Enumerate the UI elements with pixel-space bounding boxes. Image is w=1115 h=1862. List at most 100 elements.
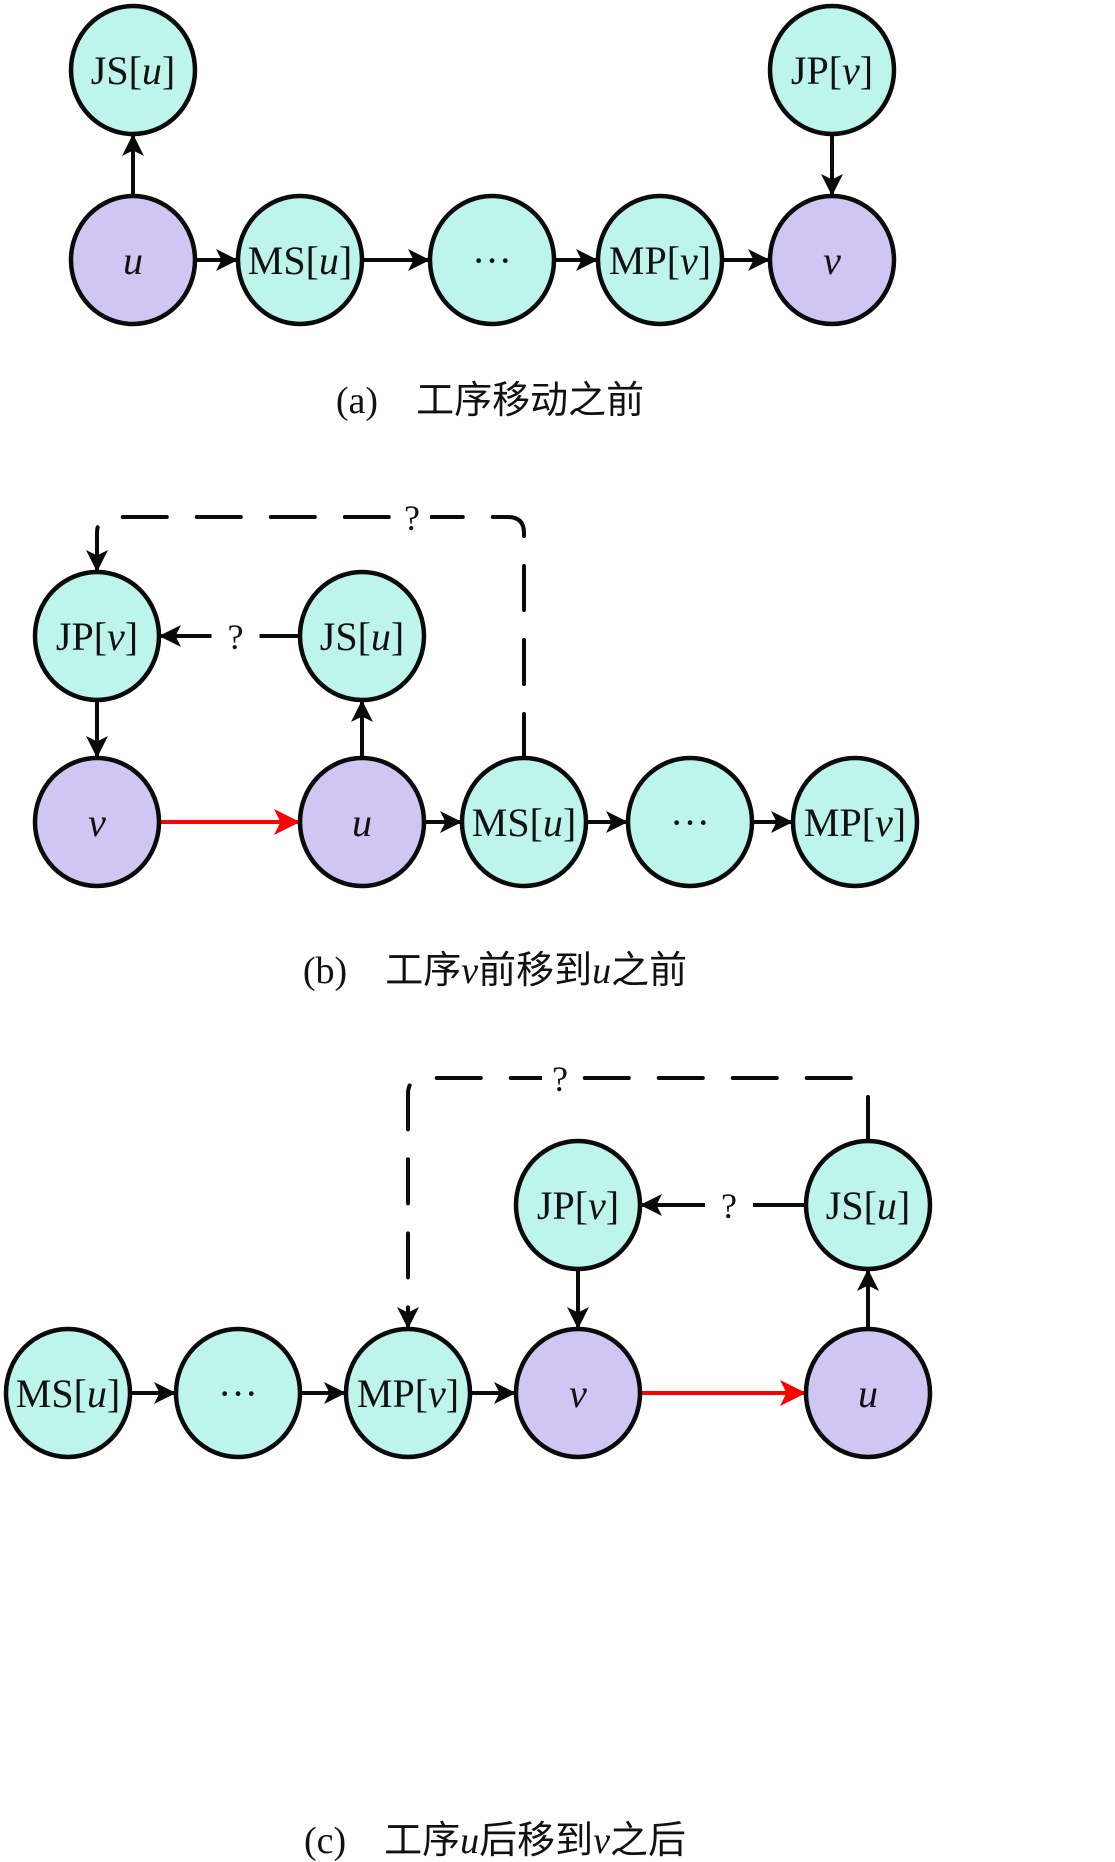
node-label-part: v <box>875 800 893 845</box>
caption-part: 工序移动之前 <box>416 380 644 422</box>
edge-msu-to-jpv-dashed <box>86 515 526 760</box>
node-label: u <box>858 1371 878 1416</box>
node-label: v <box>569 1371 587 1416</box>
node-label-part: u <box>319 238 339 283</box>
caption-prefix: (a) <box>336 380 416 422</box>
node-circle <box>32 569 162 703</box>
node-label-part: MS[ <box>472 800 543 845</box>
node-label: u <box>123 238 143 283</box>
edge-jsu-to-mpv-dashed <box>397 1076 870 1331</box>
node-u: u <box>803 1326 933 1460</box>
node-label-part: ] <box>162 48 175 93</box>
node-label: MP[v] <box>357 1371 459 1416</box>
node-label-part: ] <box>339 238 352 283</box>
panel-caption-c: (c) 工序u后移到v之后 <box>304 1820 686 1862</box>
node-label-part: v <box>428 1371 446 1416</box>
node-circle <box>767 3 897 137</box>
node-label: ··· <box>218 1371 258 1416</box>
node-mpv: MP[v] <box>790 755 920 889</box>
node-label-part: ··· <box>472 238 512 283</box>
node-label-part: v <box>823 238 841 283</box>
node-circle <box>427 193 557 327</box>
caption-part: 后移到 <box>479 1820 593 1862</box>
panel-b <box>86 509 793 835</box>
panel-caption-a: (a) 工序移动之前 <box>336 380 644 422</box>
label-gap <box>542 1070 578 1086</box>
node-label-part: MS[ <box>248 238 319 283</box>
node-jsu: JS[u] <box>68 3 198 137</box>
node-v: v <box>767 193 897 327</box>
caption-part: u <box>460 1820 479 1862</box>
node-label-part: JP[ <box>791 48 842 93</box>
node-msu: MS[u] <box>235 193 365 327</box>
node-circle <box>459 755 589 889</box>
node-label-part: u <box>858 1371 878 1416</box>
caption-part: 之前 <box>611 950 687 992</box>
node-label-part: ] <box>606 1183 619 1228</box>
node-jsu: JS[u] <box>297 569 427 703</box>
node-circle <box>343 1326 473 1460</box>
node-jpv: JP[v] <box>513 1138 643 1272</box>
node-dots: ··· <box>625 755 755 889</box>
caption-part: v <box>593 1820 610 1862</box>
node-mpv: MP[v] <box>343 1326 473 1460</box>
uncertain-edge-label: ? <box>552 1059 568 1099</box>
node-circle <box>625 755 755 889</box>
node-dots: ··· <box>427 193 557 327</box>
node-label-part: JP[ <box>537 1183 588 1228</box>
node-circle <box>32 755 162 889</box>
node-label: MS[u] <box>472 800 576 845</box>
node-label-part: u <box>142 48 162 93</box>
uncertain-edge-label: ? <box>228 617 244 657</box>
node-v: v <box>513 1326 643 1460</box>
node-label-part: u <box>543 800 563 845</box>
node-label: ··· <box>670 800 710 845</box>
node-circle <box>68 193 198 327</box>
node-label-part: v <box>107 614 125 659</box>
node-label-part: ··· <box>218 1371 258 1416</box>
caption-prefix: (b) <box>303 950 385 992</box>
node-label: MP[v] <box>609 238 711 283</box>
node-label: MS[u] <box>16 1371 120 1416</box>
node-jpv: JP[v] <box>32 569 162 703</box>
node-label: JS[u] <box>826 1183 910 1228</box>
node-label-part: MP[ <box>609 238 680 283</box>
node-msu: MS[u] <box>459 755 589 889</box>
node-label-part: v <box>588 1183 606 1228</box>
node-label: JS[u] <box>320 614 404 659</box>
node-circle <box>235 193 365 327</box>
node-label-part: ] <box>893 800 906 845</box>
node-circle <box>297 569 427 703</box>
node-circle <box>767 193 897 327</box>
node-circle <box>803 1138 933 1272</box>
node-label-part: ] <box>860 48 873 93</box>
node-label-part: v <box>569 1371 587 1416</box>
node-label-part: v <box>680 238 698 283</box>
node-label-part: JS[ <box>91 48 142 93</box>
node-mpv: MP[v] <box>595 193 725 327</box>
node-label: ··· <box>472 238 512 283</box>
node-label-part: MP[ <box>357 1371 428 1416</box>
node-label-part: v <box>842 48 860 93</box>
uncertain-edge-label: ? <box>404 498 420 538</box>
node-label-part: ] <box>698 238 711 283</box>
node-v: v <box>32 755 162 889</box>
node-label-part: ··· <box>670 800 710 845</box>
node-label-part: v <box>88 800 106 845</box>
node-jsu: JS[u] <box>803 1138 933 1272</box>
panel-caption-b: (b) 工序v前移到u之前 <box>303 950 687 992</box>
caption-part: 工序 <box>384 1820 460 1862</box>
node-circle <box>513 1138 643 1272</box>
node-label: MP[v] <box>804 800 906 845</box>
node-circle <box>3 1326 133 1460</box>
node-dots: ··· <box>173 1326 303 1460</box>
caption-part: u <box>592 950 611 992</box>
caption-part: 工序 <box>385 950 461 992</box>
node-label-part: u <box>87 1371 107 1416</box>
node-circle <box>297 755 427 889</box>
node-label: MS[u] <box>248 238 352 283</box>
node-circle <box>595 193 725 327</box>
caption-prefix: (c) <box>304 1820 384 1862</box>
node-label-part: MS[ <box>16 1371 87 1416</box>
label-gap <box>394 509 430 525</box>
